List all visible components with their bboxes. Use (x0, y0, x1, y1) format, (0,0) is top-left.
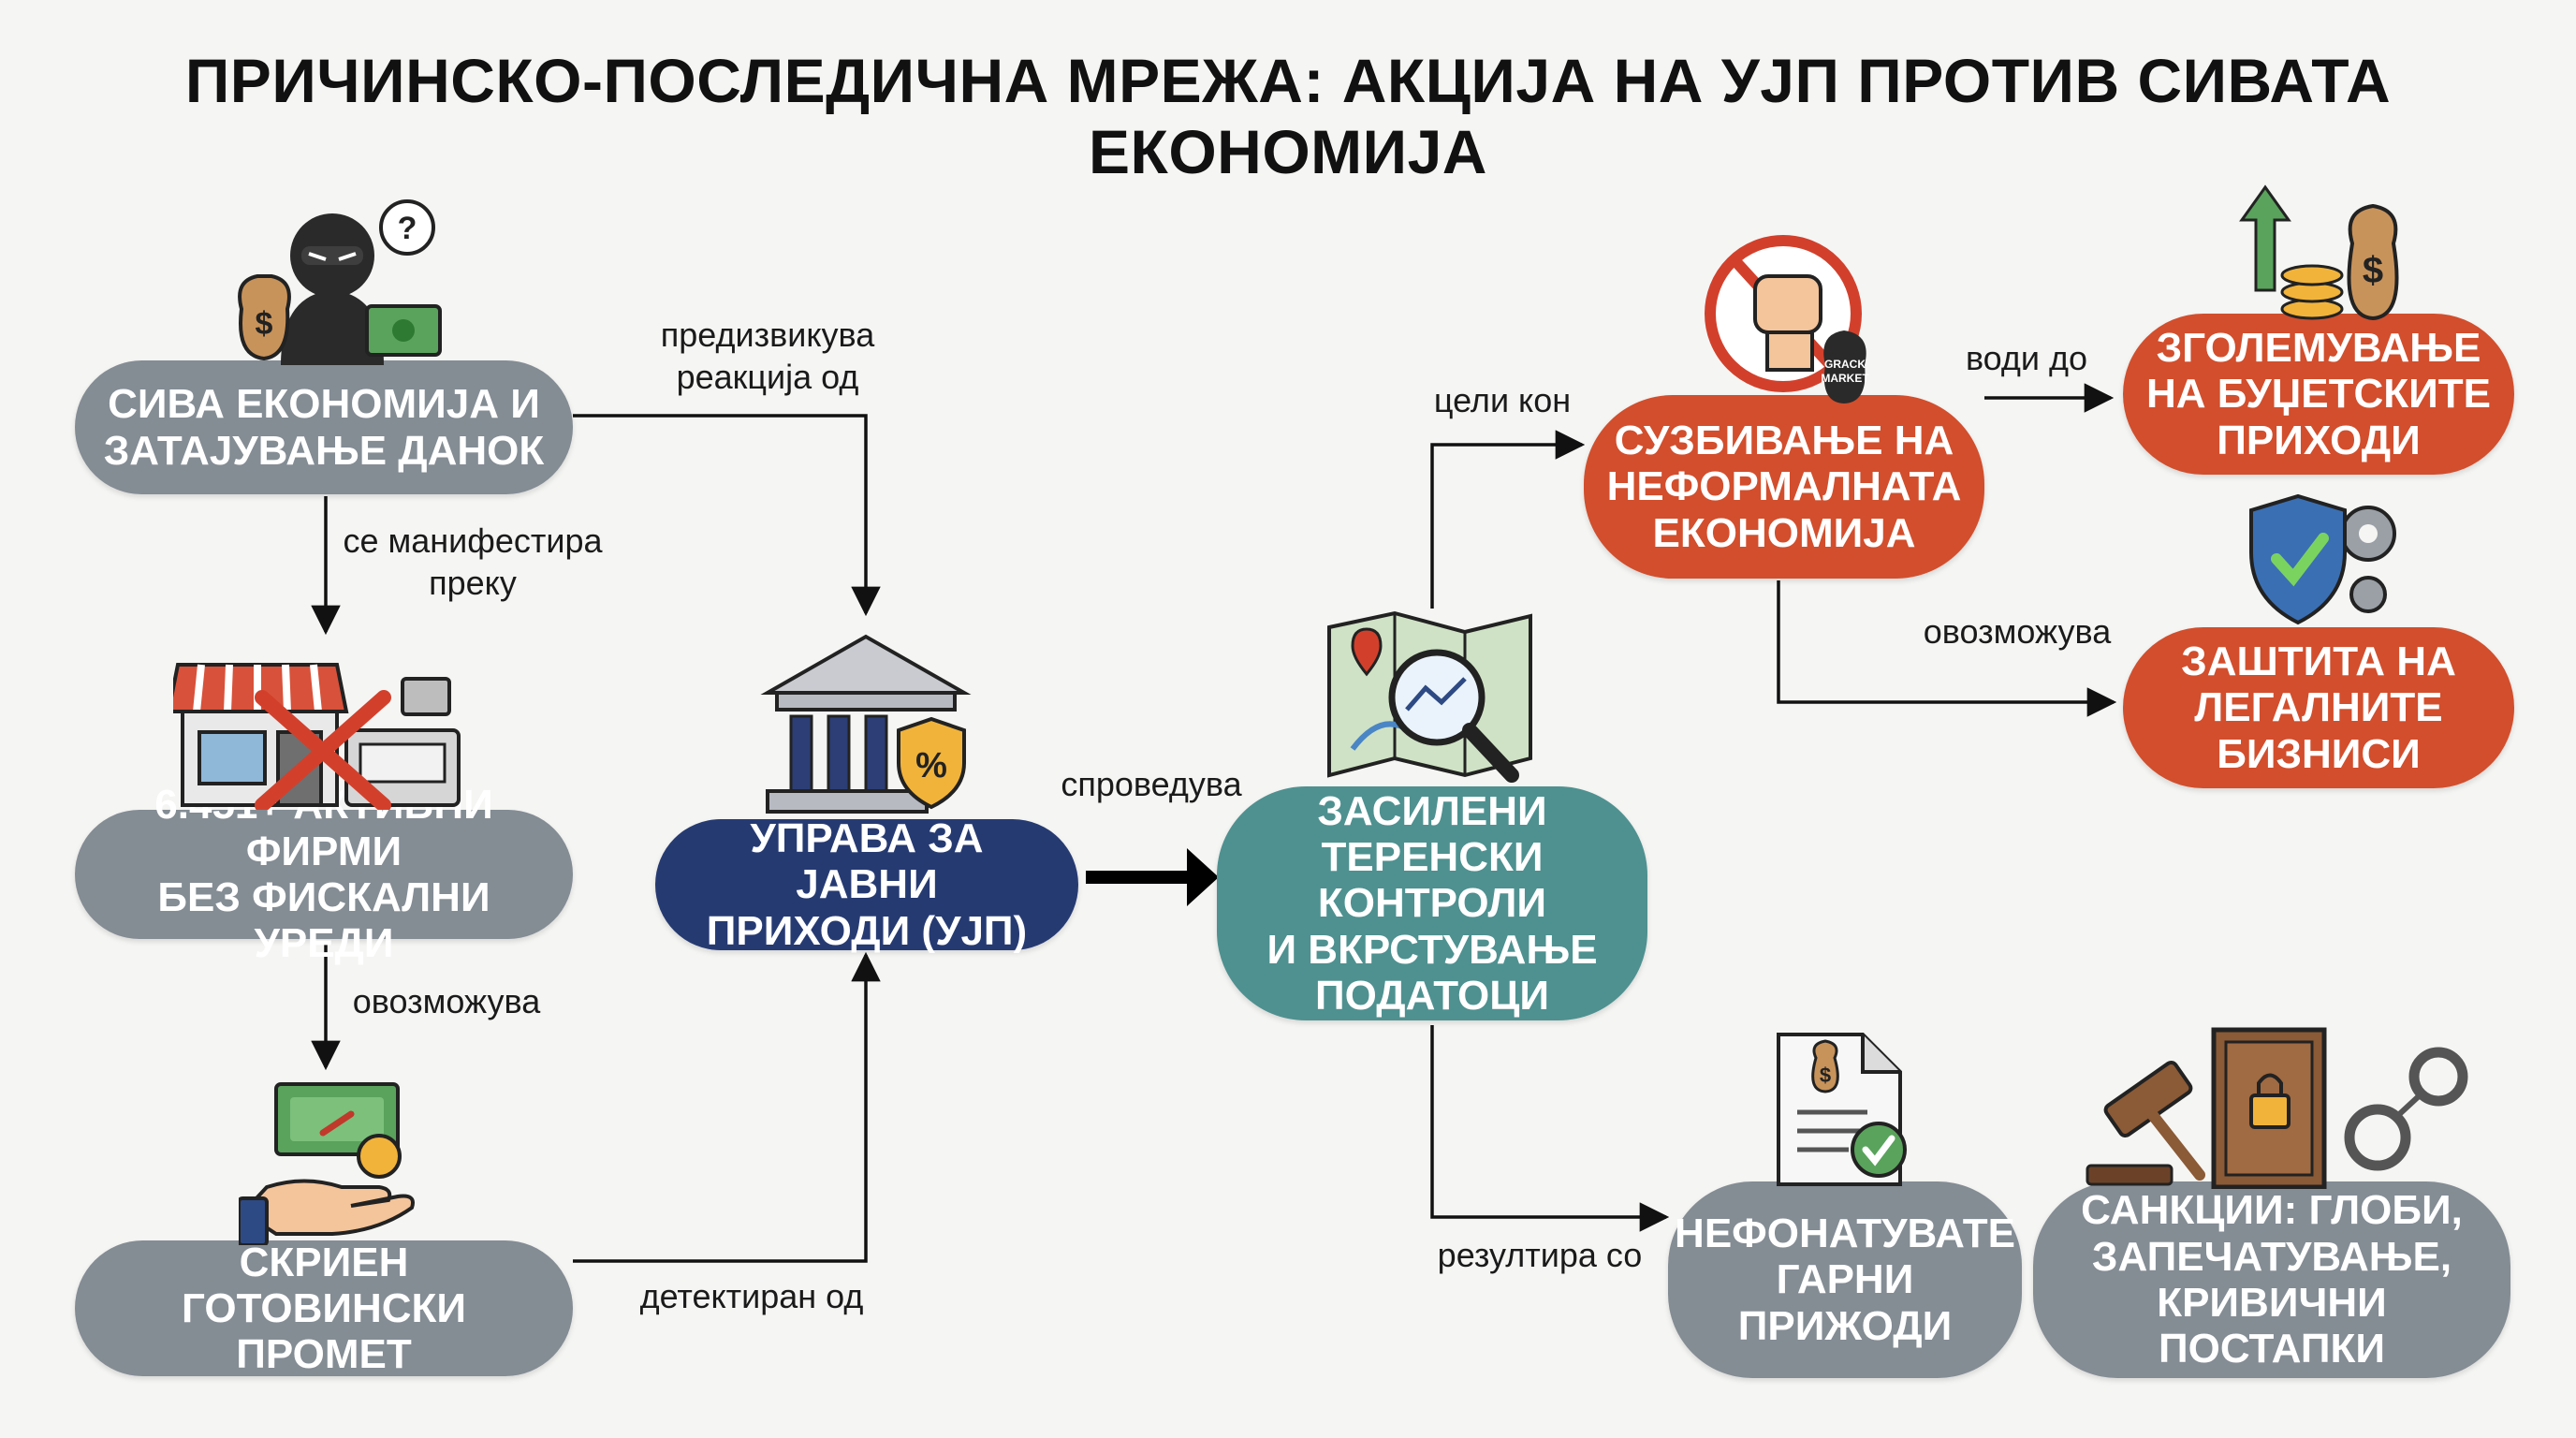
black-market-text-1: GRACK (1824, 358, 1866, 371)
money-bag-symbol: $ (256, 306, 273, 342)
label-enables-2: овозможува (1923, 612, 2112, 651)
black-market-text-2: MARKET (1821, 372, 1869, 385)
edge-results-in (1430, 1025, 1670, 1232)
label-targets: цели кон (1433, 381, 1572, 419)
label-detected-by: детектиран од (639, 1277, 864, 1315)
label-causes-reaction: предизвикува реакција од (660, 315, 875, 396)
diagram-title: ПРИЧИНСКО-ПОСЛЕДИЧНА МРЕЖА: АКЦИЈА НА УЈ… (184, 46, 2392, 186)
revenue-growth-icon: $ (2239, 184, 2399, 321)
shield-check-icon (2249, 493, 2396, 625)
money-bag-dollar: $ (2363, 250, 2383, 291)
hand-money-icon (239, 1082, 415, 1245)
edge-implements-head (1187, 848, 1219, 906)
bank-building-icon: % (760, 634, 972, 814)
edge-enables-2 (1777, 580, 2117, 717)
label-leads-to: води до (1965, 339, 2088, 377)
label-manifests: се манифестира преку (343, 521, 603, 602)
edge-targets (1430, 430, 1586, 609)
question-mark-glyph: ? (398, 211, 417, 246)
edge-causes-reaction (573, 414, 881, 617)
label-results-in: резултира со (1437, 1236, 1643, 1274)
closed-shop-icon (173, 663, 461, 810)
prohibited-fist-icon: GRACK MARKET (1705, 235, 1869, 404)
label-implements: спроведува (1061, 765, 1242, 803)
edge-detected-by (573, 951, 881, 1263)
percent-glyph: % (915, 746, 947, 785)
label-enables-1: овозможува (352, 982, 541, 1020)
masked-thief-icon: ? $ (238, 199, 442, 365)
map-magnifier-icon (1327, 610, 1532, 783)
document-check-icon: $ (1777, 1033, 1907, 1186)
sanctions-icon (2086, 1027, 2468, 1189)
node-sanctions: САНКЦИИ: ГЛОБИ,ЗАПЕЧАТУВАЊЕ,КРИВИЧНИ ПОС… (2033, 1181, 2510, 1378)
document-dollar: $ (1820, 1064, 1831, 1087)
